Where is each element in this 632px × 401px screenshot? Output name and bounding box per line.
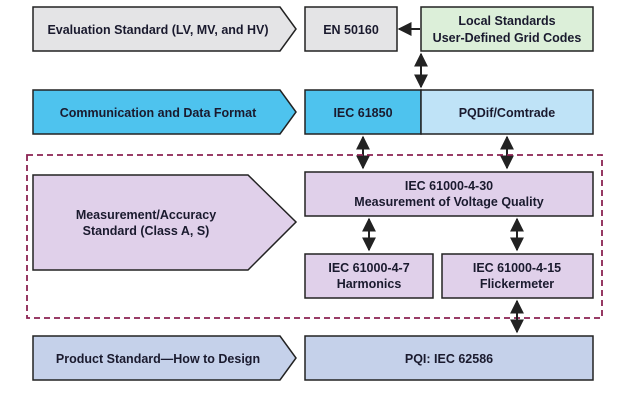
communication-label: Communication and Data Format — [60, 106, 257, 120]
voltage-quality-label: Measurement of Voltage Quality — [354, 195, 543, 209]
measurement-label-line2: Standard (Class A, S) — [83, 224, 210, 238]
flickermeter-box — [441, 253, 594, 299]
communication-label-shape — [32, 89, 297, 135]
measurement-label-shape — [32, 174, 298, 271]
iec61850-label: IEC 61850 — [333, 106, 392, 120]
product-label-shape — [32, 335, 297, 381]
grid-codes-label: User-Defined Grid Codes — [433, 31, 582, 45]
pqdif-label: PQDif/Comtrade — [459, 106, 556, 120]
pqdif-box — [420, 89, 594, 135]
flickermeter-label: Flickermeter — [480, 277, 554, 291]
iec61000-4-15-label: IEC 61000-4-15 — [473, 261, 561, 275]
pqi-label: PQI: IEC 62586 — [405, 352, 493, 366]
harmonics-box — [304, 253, 434, 299]
pqi-box — [304, 335, 594, 381]
iec61000-4-30-label: IEC 61000-4-30 — [405, 179, 493, 193]
iec61000-4-30-box — [304, 171, 594, 217]
en50160-label: EN 50160 — [323, 23, 379, 37]
local-standards-box — [420, 6, 594, 52]
local-standards-label: Local Standards — [458, 14, 555, 28]
evaluation-label-shape — [32, 6, 297, 52]
en50160-box — [304, 6, 398, 52]
iec61850-box — [304, 89, 422, 135]
iec61000-4-7-label: IEC 61000-4-7 — [328, 261, 409, 275]
measurement-label-line1: Measurement/Accuracy — [76, 208, 216, 222]
product-label: Product Standard—How to Design — [56, 352, 260, 366]
measurement-region-dashed — [26, 154, 603, 319]
evaluation-label: Evaluation Standard (LV, MV, and HV) — [47, 23, 268, 37]
harmonics-label: Harmonics — [337, 277, 402, 291]
